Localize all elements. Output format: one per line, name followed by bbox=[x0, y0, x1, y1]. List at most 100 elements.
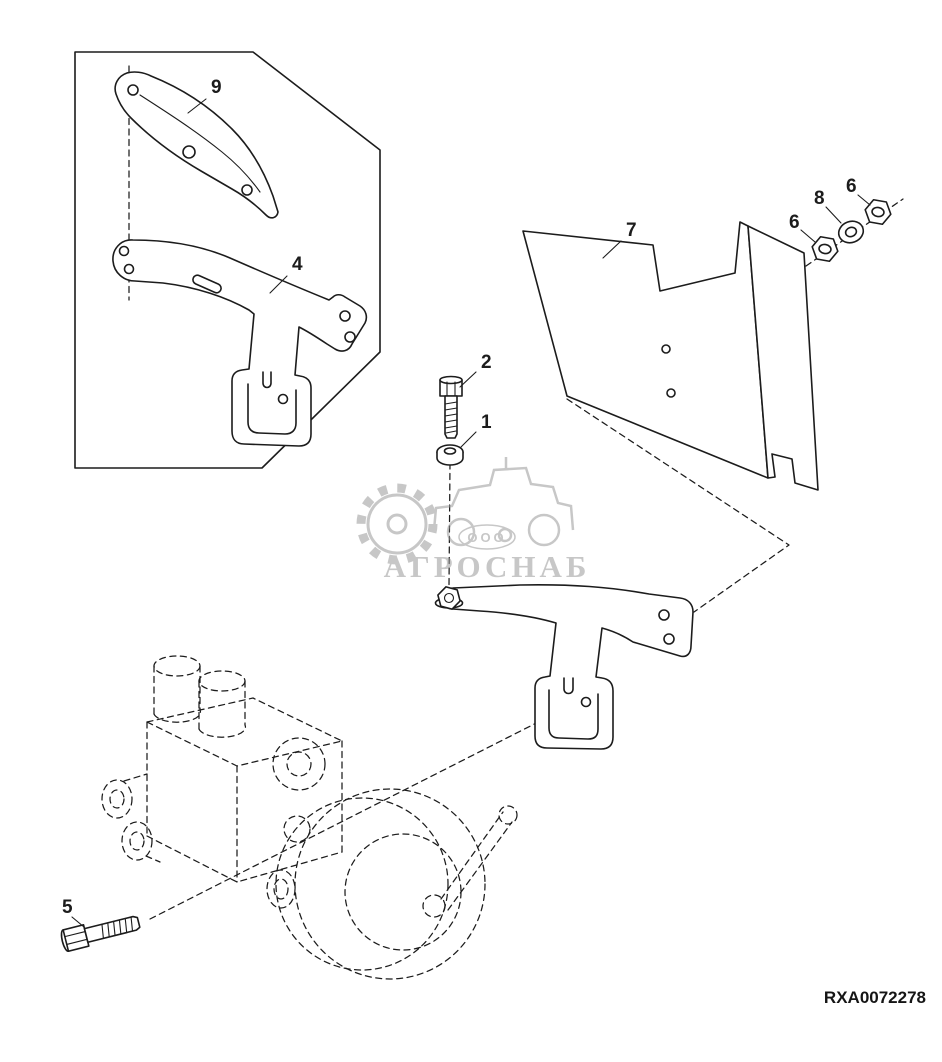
bracket-lower-outline bbox=[112, 239, 368, 447]
valve-block-bottom-edge bbox=[146, 835, 343, 883]
actuator-housing-outer bbox=[294, 788, 486, 980]
callout-number: 8 bbox=[814, 188, 825, 209]
callout-washer: 1 bbox=[460, 412, 492, 448]
screw-head-facet bbox=[64, 931, 86, 938]
reference-code: RXA0072278 bbox=[824, 988, 926, 1007]
callout-leader bbox=[602, 240, 622, 259]
valve-bottom-port-hole bbox=[273, 878, 289, 900]
actuator-lever-edge bbox=[440, 811, 504, 900]
bracket-installed-outline bbox=[441, 584, 694, 750]
valve-assembly-reference bbox=[101, 655, 518, 980]
part-washer bbox=[436, 444, 464, 466]
plate-flange bbox=[747, 225, 819, 491]
tractor-icon bbox=[432, 457, 575, 547]
watermark: ООО АГРОСНАБ bbox=[356, 457, 586, 584]
nut-hex bbox=[811, 235, 839, 263]
callout-leader bbox=[460, 431, 477, 448]
bracket-lower-hole bbox=[123, 263, 135, 275]
detail-box-border bbox=[74, 51, 381, 469]
part-bracket-installed bbox=[434, 584, 694, 750]
bracket-installed-flange-hole bbox=[663, 633, 675, 645]
valve-bottom-port bbox=[266, 869, 296, 909]
part-nut-right bbox=[864, 198, 892, 226]
bracket-installed-hook-hole bbox=[580, 696, 592, 708]
callout-number: 7 bbox=[626, 220, 637, 241]
valve-block-top-face bbox=[146, 697, 343, 767]
bracket-upper-hole bbox=[241, 184, 253, 196]
actuator-housing-rear bbox=[275, 797, 449, 971]
alignment-line-screw-axis bbox=[448, 462, 451, 587]
actuator-pivot bbox=[422, 894, 446, 918]
callout-number: 9 bbox=[211, 77, 222, 98]
screw-head-facet bbox=[66, 938, 88, 945]
valve-port-link bbox=[123, 773, 148, 782]
callout-number: 2 bbox=[481, 352, 492, 373]
plate-hole bbox=[661, 344, 671, 354]
bracket-lower-hook-slot bbox=[247, 383, 297, 435]
callout-washer-small: 8 bbox=[814, 188, 842, 224]
callout-bracket-lower: 4 bbox=[269, 254, 303, 294]
actuator-lever-edge bbox=[447, 821, 513, 911]
plate-hole bbox=[666, 388, 676, 398]
callout-screw-lower: 5 bbox=[62, 897, 85, 928]
valve-port-left-hole bbox=[129, 831, 145, 851]
callout-screw-upper: 2 bbox=[459, 352, 492, 388]
valve-cylinder-top bbox=[153, 655, 201, 677]
callout-bracket-upper: 9 bbox=[187, 77, 222, 114]
part-nut-left bbox=[811, 235, 839, 263]
washer-hole bbox=[844, 226, 858, 238]
washer-outer bbox=[837, 220, 865, 244]
valve-front-boss-hole bbox=[286, 751, 312, 777]
valve-port-left-hole bbox=[109, 789, 125, 809]
installed-screw-head bbox=[434, 586, 464, 610]
valve-front-port bbox=[283, 815, 311, 843]
callout-nut-right: 6 bbox=[846, 176, 871, 206]
screw-head-top bbox=[439, 375, 463, 385]
callout-number: 5 bbox=[62, 897, 73, 918]
callout-number: 1 bbox=[481, 412, 492, 433]
actuator-diaphragm bbox=[344, 833, 462, 951]
callout-number: 6 bbox=[846, 176, 857, 197]
valve-front-boss bbox=[272, 737, 326, 791]
callouts: 9 4 2 1 7 6 8 6 bbox=[62, 77, 871, 928]
bracket-installed-hook-slot bbox=[548, 689, 599, 740]
nut-hole bbox=[818, 243, 832, 255]
installed-screw-hex-detail bbox=[443, 592, 455, 604]
bracket-installed-flange-hole bbox=[658, 609, 670, 621]
part-bracket-upper bbox=[114, 71, 279, 219]
washer-rim bbox=[436, 451, 464, 466]
part-washer-small bbox=[837, 220, 865, 244]
valve-port-left bbox=[121, 821, 153, 861]
bracket-upper-hole bbox=[182, 145, 196, 159]
screw-threads bbox=[101, 916, 134, 939]
bracket-lower-slot bbox=[192, 274, 222, 294]
part-plate bbox=[522, 221, 819, 491]
nut-hole bbox=[871, 206, 885, 218]
bracket-lower-flange-hole bbox=[339, 310, 351, 322]
callout-nut-left: 6 bbox=[789, 212, 816, 243]
bracket-lower-hook-hole bbox=[277, 393, 289, 405]
callout-leader bbox=[71, 916, 85, 928]
watermark-prefix: ООО bbox=[467, 530, 506, 545]
valve-cylinder-bottom bbox=[198, 724, 247, 738]
callout-leader bbox=[269, 275, 288, 294]
washer-hole bbox=[443, 447, 457, 455]
callout-leader bbox=[187, 98, 207, 114]
callout-plate: 7 bbox=[602, 220, 637, 259]
installed-screw-hex bbox=[437, 586, 461, 610]
alignment-line-lower-screw-axis bbox=[149, 710, 561, 920]
valve-port-left bbox=[101, 779, 133, 819]
detail-box bbox=[74, 51, 381, 469]
bracket-lower-hook-notch bbox=[262, 371, 272, 389]
valve-cylinder-top bbox=[198, 670, 246, 692]
screw-threads bbox=[444, 401, 458, 434]
callout-leader bbox=[800, 229, 816, 243]
callout-number: 4 bbox=[292, 254, 303, 275]
plate-face bbox=[522, 221, 769, 479]
part-screw-upper bbox=[439, 375, 463, 439]
gear-icon bbox=[356, 483, 438, 565]
part-screw-lower bbox=[60, 915, 141, 953]
watermark-oval bbox=[458, 524, 516, 550]
bracket-upper-hole bbox=[127, 84, 139, 96]
